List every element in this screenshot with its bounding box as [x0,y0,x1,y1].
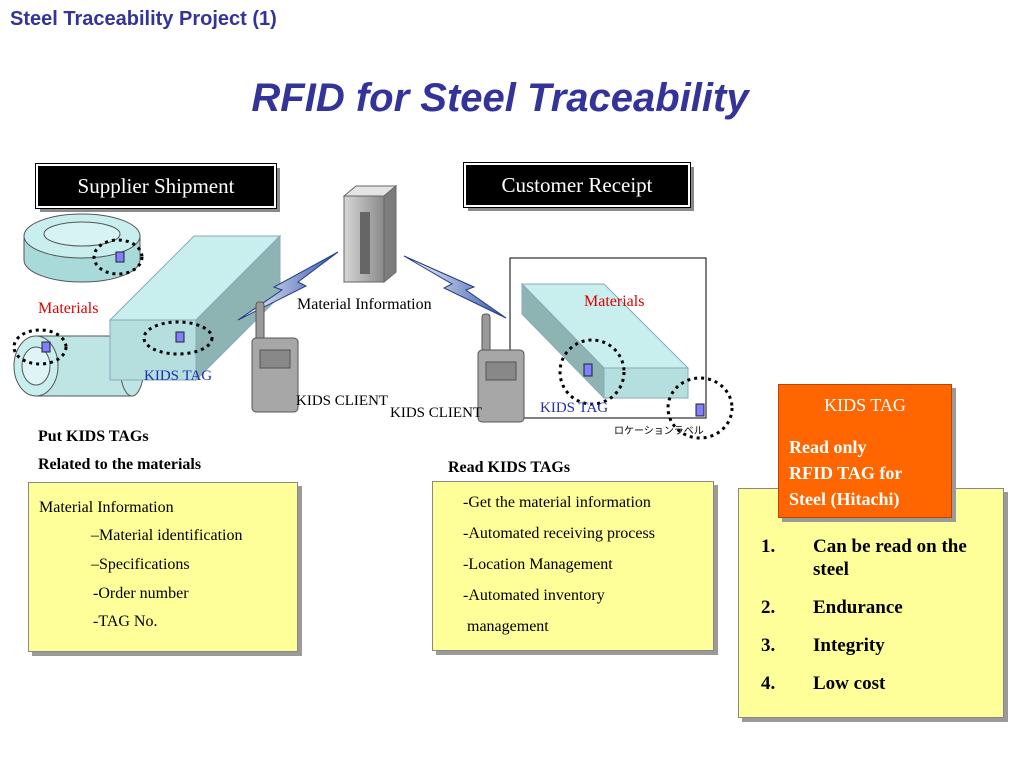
kids-tag-features-box: 1.Can be read on the steel 2.Endurance 3… [738,488,1004,718]
material-info-item: –Specifications [91,556,190,573]
read-tags-item: -Get the material information [463,494,651,511]
storage-frame [509,257,707,419]
handheld-reader-left [251,301,299,413]
project-header: Steel Traceability Project (1) [10,8,277,30]
materials-label-left: Materials [38,300,99,317]
read-tags-box: -Get the material information -Automated… [432,481,714,651]
feature-item: 4.Low cost [761,673,886,694]
steel-slab-icon [108,234,282,382]
read-tags-item: management [463,618,549,635]
related-materials-heading: Related to the materials [38,456,202,473]
location-label: ロケーションラベル [614,426,704,437]
kids-tag-box-line: Read only [789,437,867,457]
page-title: RFID for Steel Traceability [251,76,749,120]
materials-label-right: Materials [584,293,645,310]
kids-tag-box-title: KIDS TAG [824,395,906,415]
kids-tag-label-right: KIDS TAG [540,400,609,416]
kids-tag-markers [41,251,705,417]
material-info-item: -TAG No. [93,613,158,630]
kids-tag-box-line: RFID TAG for [789,463,903,483]
material-info-item: –Material identification [91,527,243,544]
kids-client-label-right: KIDS CLIENT [390,405,483,421]
kids-client-label-left: KIDS CLIENT [296,393,389,409]
material-info-box: Material Information –Material identific… [28,482,298,652]
supplier-shipment-box: Supplier Shipment [35,163,277,209]
features-list: 1.Can be read on the steel 2.Endurance 3… [761,535,997,710]
customer-receipt-box: Customer Receipt [463,162,691,208]
server-icon [342,184,398,284]
feature-item: 2.Endurance [761,597,903,618]
kids-tag-label-left: KIDS TAG [144,368,213,384]
feature-item: 3.Integrity [761,635,885,656]
wireless-bolt-right [403,255,507,319]
material-info-title: Material Information [39,499,174,516]
read-tags-item: -Automated receiving process [463,525,655,542]
feature-item: 1.Can be read on the steel [761,536,967,580]
read-tags-item: -Location Management [463,556,613,573]
kids-tag-description-box: KIDS TAG Read only RFID TAG for Steel (H… [778,384,952,518]
read-tags-heading: Read KIDS TAGs [448,459,571,476]
material-information-label: Material Information [297,296,432,313]
material-info-item: -Order number [93,585,189,602]
read-tags-item: -Automated inventory [463,587,605,604]
put-tags-heading: Put KIDS TAGs [38,428,149,445]
tag-highlight-circles [12,238,734,440]
kids-tag-box-line: Steel (Hitachi) [789,489,900,509]
handheld-reader-right [477,313,525,423]
steel-coil-icon [23,213,141,283]
